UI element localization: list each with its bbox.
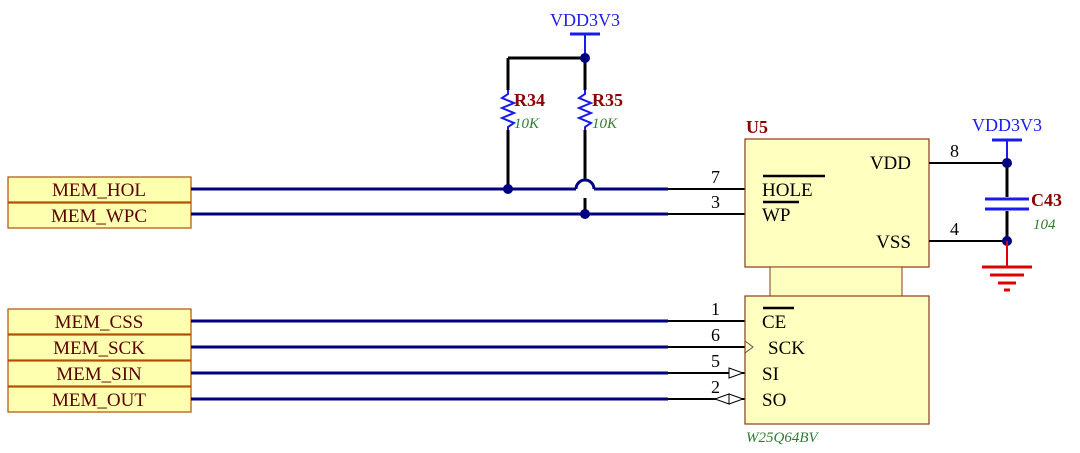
chip-pin-ce: 1 CE <box>711 299 794 333</box>
pin-name: SI <box>762 364 779 385</box>
port-mem-css[interactable]: MEM_CSS <box>7 308 192 335</box>
chip-pin-vss: VSS 4 <box>876 219 1007 253</box>
chip-pin-si: 5 SI <box>711 351 779 385</box>
chip-pin-so: 2 SO <box>711 377 786 411</box>
port-mem-hol[interactable]: MEM_HOL <box>7 176 192 203</box>
port-mem-wpc[interactable]: MEM_WPC <box>7 202 192 229</box>
chip-part-number: W25Q64BV <box>746 430 819 446</box>
wire-mem-hol <box>191 178 745 194</box>
pin-name: SCK <box>768 338 805 359</box>
capacitor-value: 104 <box>1033 217 1056 233</box>
resistor-r34[interactable]: R34 10K <box>499 90 545 132</box>
pin-name: HOLE <box>762 180 813 201</box>
port-mem-sck[interactable]: MEM_SCK <box>7 334 192 361</box>
power-symbol-top: VDD3V3 <box>550 10 620 58</box>
port-label: MEM_HOL <box>52 180 146 201</box>
power-label-cap: VDD3V3 <box>972 115 1042 135</box>
resistor-r35-value: 10K <box>592 116 618 132</box>
port-label: MEM_OUT <box>52 390 146 411</box>
chip-pin-wp: 3 WP <box>711 192 799 226</box>
resistor-r34-value: 10K <box>514 116 540 132</box>
port-mem-out[interactable]: MEM_OUT <box>7 386 192 413</box>
power-label-top: VDD3V3 <box>550 10 620 30</box>
pin-number: 5 <box>711 351 720 371</box>
pin-number: 6 <box>711 325 720 345</box>
pin-number: 4 <box>950 219 959 239</box>
pin-number: 3 <box>711 192 720 212</box>
pin-name: CE <box>762 312 786 333</box>
port-label: MEM_SCK <box>53 338 145 359</box>
wire-mem-wpc <box>191 209 745 219</box>
chip-ref: U5 <box>746 117 768 137</box>
resistor-r35[interactable]: R35 10K <box>576 90 623 132</box>
pin-name: VSS <box>876 232 911 253</box>
port-label: MEM_WPC <box>51 206 147 227</box>
port-label: MEM_CSS <box>55 312 144 333</box>
pullup-bus-wire <box>506 53 590 214</box>
pin-number: 8 <box>950 141 959 161</box>
pin-number: 1 <box>711 299 720 319</box>
power-symbol-cap: VDD3V3 <box>972 115 1042 163</box>
chip-pin-hole: 7 HOLE <box>711 167 825 201</box>
port-label: MEM_SIN <box>56 364 142 385</box>
port-mem-sin[interactable]: MEM_SIN <box>7 360 192 387</box>
pin-number: 2 <box>711 377 720 397</box>
ground-symbol <box>982 241 1032 292</box>
resistor-r35-ref: R35 <box>592 90 623 110</box>
chip-pin-vdd: VDD 8 <box>870 141 1007 174</box>
capacitor-c43[interactable]: C43 104 <box>985 158 1062 246</box>
pin-name: SO <box>762 390 786 411</box>
resistor-r34-ref: R34 <box>514 90 545 110</box>
pin-number: 7 <box>711 167 720 187</box>
capacitor-ref: C43 <box>1031 190 1062 210</box>
pin-name: VDD <box>870 153 911 174</box>
pin-name: WP <box>762 205 791 226</box>
chip-pin-sck: 6 SCK <box>711 325 805 359</box>
